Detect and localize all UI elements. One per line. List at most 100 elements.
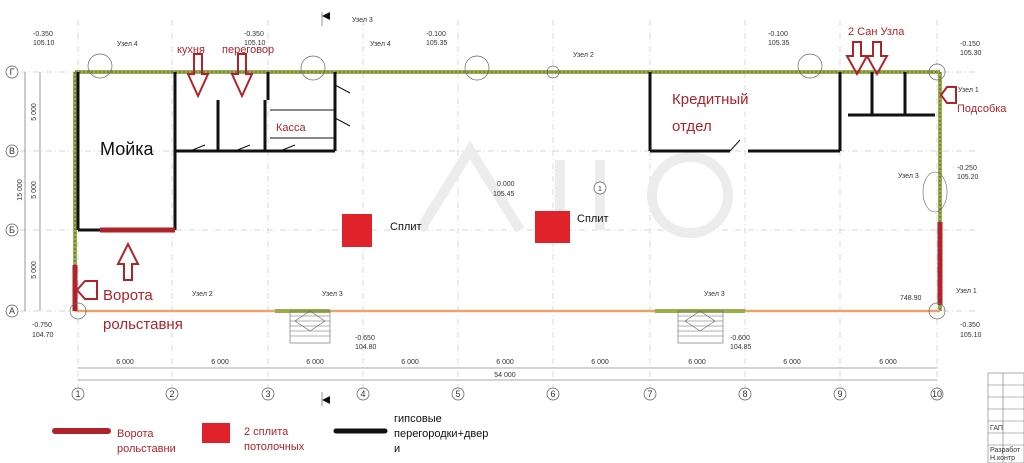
elevation-marks: 0.000 105.45 -0.350 105.10 -0.750 104.70… (32, 31, 982, 351)
col-label-10: 10 (932, 389, 942, 399)
legend-walls-2: перегородки+двер (394, 428, 488, 440)
elev-bm2a: -0.600 (730, 335, 750, 342)
elev-top2a: -0.350 (244, 31, 264, 38)
legend-split-1: 2 сплита (244, 426, 289, 438)
room-label-moika: Мойка (100, 139, 155, 159)
room-label-san: 2 Сан Узла (848, 26, 905, 38)
elev-top4a: -0.100 (768, 31, 788, 38)
axis-labels: 1 2 3 4 5 6 7 8 9 10 Г В Б А 1 (9, 67, 942, 399)
row-label-v: В (9, 146, 15, 156)
arrow-podsobka-icon (939, 86, 957, 104)
legend-walls-3: и (394, 443, 400, 455)
arrow-gate-icon (116, 241, 140, 281)
legend: Ворота рольставни 2 сплита потолочных ги… (52, 413, 488, 455)
row-label-a: А (9, 306, 15, 316)
elev-br2: 105.10 (960, 332, 982, 339)
elev-748: 748.90 (900, 295, 922, 302)
arrow-san1-icon (845, 41, 869, 77)
node-uzel2b: Узел 2 (192, 291, 213, 298)
arrows (75, 41, 957, 300)
row-span-2: 5 000 (31, 181, 38, 199)
node-uzel4b: Узел 4 (370, 41, 391, 48)
node-uzel2a: Узел 2 (573, 52, 594, 59)
arrow-kitchen-icon (186, 53, 210, 99)
elev-r1: -0.250 (957, 165, 977, 172)
legend-split-swatch (202, 423, 230, 443)
circle-marker: 1 (598, 186, 602, 193)
col-label-4: 4 (360, 389, 365, 399)
row-dimensions: 5 000 5 000 5 000 15 000 (17, 103, 38, 279)
split-label-1: Сплит (390, 221, 422, 233)
elev-tr2: 105.30 (960, 50, 982, 57)
room-label-credit-2: отдел (672, 118, 712, 135)
span-6: 6 000 (591, 359, 609, 366)
node-uzel4a: Узел 4 (117, 41, 138, 48)
watermark (415, 140, 733, 238)
room-label-credit-1: Кредитный (672, 91, 749, 108)
stamp-razrab: Разработ (990, 446, 1021, 454)
elev-top4b: 105.35 (768, 40, 790, 47)
door-swings (189, 84, 741, 152)
elev-tr1: -0.150 (960, 41, 980, 48)
dimension-lines (24, 12, 937, 406)
room-label-negotiation: переговор (222, 44, 274, 56)
node-uzel3b: Узел 3 (322, 291, 343, 298)
col-label-2: 2 (169, 389, 174, 399)
span-9: 6 000 (879, 359, 897, 366)
legend-walls-1: гипсовые (394, 413, 442, 425)
row-span-3: 5 000 (31, 261, 38, 279)
elev-top3b: 105.35 (426, 40, 448, 47)
room-label-kitchen: кухня (177, 44, 205, 56)
row-span-1: 5 000 (31, 103, 38, 121)
elev-bm2b: 104.85 (730, 344, 752, 351)
span-dimensions: 6 000 6 000 6 000 6 000 6 000 6 000 6 00… (116, 359, 897, 379)
elev-bl2: 104.70 (32, 332, 54, 339)
span-7: 6 000 (688, 359, 706, 366)
legend-gate-1: Ворота (117, 428, 154, 440)
elev-top3a: -0.100 (426, 31, 446, 38)
span-1: 6 000 (116, 359, 134, 366)
col-label-5: 5 (455, 389, 460, 399)
axis-bubbles (5, 65, 944, 401)
grid-lines (20, 20, 975, 400)
room-label-podsobka: Подсобка (957, 103, 1007, 115)
span-4: 6 000 (401, 359, 419, 366)
elev-center2: 105.45 (493, 191, 515, 198)
span-3: 6 000 (306, 359, 324, 366)
split-label-2: Сплит (577, 213, 609, 225)
span-5: 6 000 (496, 359, 514, 366)
legend-gate-2: рольставни (117, 443, 176, 455)
col-label-3: 3 (265, 389, 270, 399)
elev-bm1b: 104.80 (355, 344, 377, 351)
elev-tl2: 105.10 (33, 40, 55, 47)
node-uzel3d: Узел 3 (898, 173, 919, 180)
node-uzel1a: Узел 1 (958, 87, 979, 94)
col-label-9: 9 (837, 389, 842, 399)
col-label-8: 8 (742, 389, 747, 399)
span-2: 6 000 (211, 359, 229, 366)
row-label-b: Б (9, 225, 15, 235)
row-label-g: Г (10, 67, 15, 77)
stamp-gap: ГАП (990, 425, 1003, 432)
stairs (289, 171, 948, 344)
legend-split-2: потолочных (244, 441, 305, 453)
span-8: 6 000 (783, 359, 801, 366)
title-block-text: ГАП Разработ Н.контр (990, 425, 1021, 462)
elev-top2b: 105.10 (244, 40, 266, 47)
partitions (76, 72, 935, 232)
elev-bl1: -0.750 (32, 322, 52, 329)
span-total: 54 000 (494, 372, 516, 379)
col-label-1: 1 (75, 389, 80, 399)
elev-r2: 105.20 (957, 174, 979, 181)
elev-center: 0.000 (497, 181, 515, 188)
arrow-gate2-icon (75, 280, 98, 300)
stamp-nkontr: Н.контр (990, 455, 1015, 462)
gate-label-2: рольставня (103, 316, 183, 333)
section-marks (322, 12, 330, 404)
node-labels: Узел 4 Узел 4 Узел 3 Узел 2 Узел 2 Узел … (117, 17, 979, 298)
split-unit-2 (535, 211, 570, 243)
col-label-7: 7 (647, 389, 652, 399)
split-unit-1 (342, 214, 372, 247)
elev-tl1: -0.350 (33, 31, 53, 38)
